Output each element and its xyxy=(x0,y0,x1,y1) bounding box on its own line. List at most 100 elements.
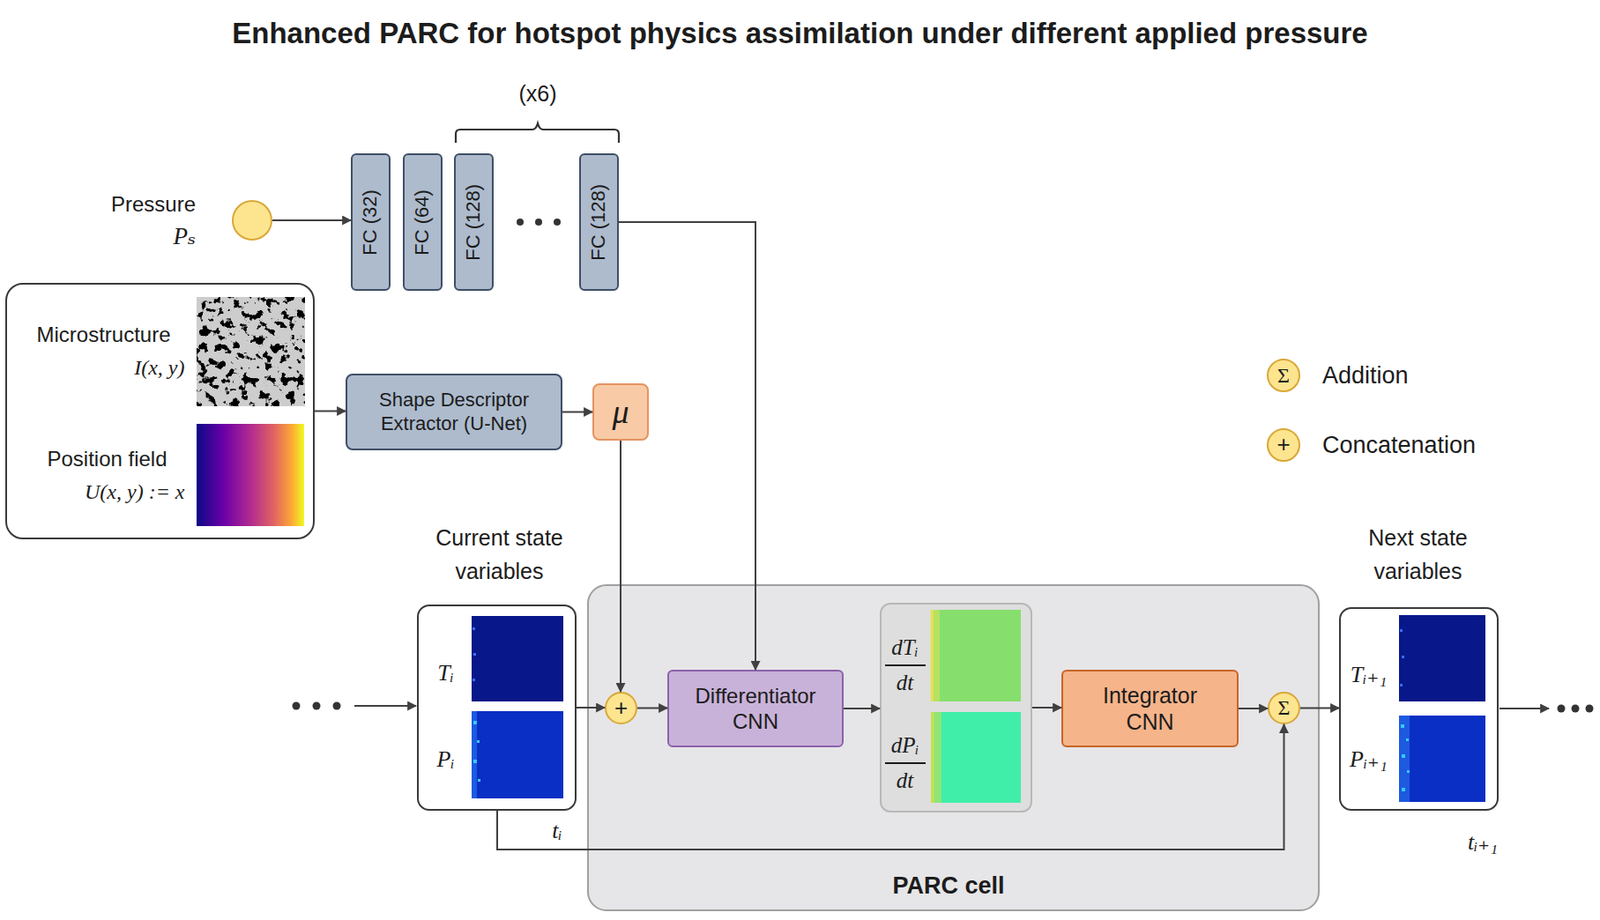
flow-arrow xyxy=(272,219,351,222)
legend-sample xyxy=(1267,429,1300,462)
sequence-arrow xyxy=(1499,707,1549,710)
state-heading: Current state variables xyxy=(411,520,588,588)
fc-layer: FC (128) xyxy=(579,153,619,291)
panel-label: Microstructure xyxy=(11,321,197,348)
flow-arrow xyxy=(1238,707,1268,710)
fc-layer: FC (128) xyxy=(453,153,494,291)
temperature-rate-field xyxy=(930,610,1021,702)
ellipsis-dot xyxy=(535,218,543,226)
time-label: tᵢ xyxy=(539,817,575,846)
feature-box: μ xyxy=(592,383,649,441)
pressure-front xyxy=(471,711,477,799)
ellipsis-dot xyxy=(333,702,342,711)
flow-arrow xyxy=(497,724,1285,850)
ellipsis-dot xyxy=(516,218,524,226)
node-label: Differentiator CNN xyxy=(674,683,837,736)
legend-text: Addition xyxy=(1322,361,1570,391)
pressure-front xyxy=(1399,715,1410,803)
hotspot-speck xyxy=(1401,655,1405,659)
pressure-speck xyxy=(477,779,481,782)
derivative-label: dTᵢ dt xyxy=(885,630,926,701)
ellipsis-dot xyxy=(1585,705,1594,714)
rate-front xyxy=(930,610,934,702)
legend-text: Concatenation xyxy=(1322,431,1570,461)
pressure-speck xyxy=(473,721,477,725)
hotspot-speck xyxy=(1399,684,1403,687)
node-label: Σ xyxy=(1278,695,1291,722)
temperature-field xyxy=(471,616,564,702)
variable-label: Pᵢ xyxy=(424,745,469,774)
input-circle: PressurePₛ xyxy=(231,200,273,241)
sequence-arrow xyxy=(354,705,417,707)
layer-label: FC (128) xyxy=(461,184,486,261)
node-label: μ xyxy=(611,391,629,432)
position-field-image xyxy=(196,424,305,527)
pressure-speck xyxy=(1401,754,1406,759)
pressure-rate-field xyxy=(930,712,1021,804)
flow-arrow xyxy=(1300,707,1340,710)
ellipsis-dot xyxy=(553,218,561,226)
node-label: Integrator CNN xyxy=(1084,682,1217,737)
pressure-speck xyxy=(1406,738,1409,742)
process-box: Integrator CNN xyxy=(1061,669,1239,748)
repeat-bracket xyxy=(455,123,619,143)
node-label: + xyxy=(614,694,628,723)
process-box: Shape Descriptor Extractor (U-Net) xyxy=(345,373,563,451)
pressure-field xyxy=(471,711,564,799)
legend-sample xyxy=(1267,359,1300,392)
ellipsis-dot xyxy=(312,702,321,711)
pressure-speck xyxy=(1406,770,1410,774)
state-heading: Next state variables xyxy=(1330,520,1507,588)
flow-arrow xyxy=(843,707,880,710)
layer-label: FC (128) xyxy=(587,184,611,261)
pressure-speck xyxy=(1401,788,1406,792)
variable-label: Tᵢ₊₁ xyxy=(1343,661,1395,690)
layer-label: FC (32) xyxy=(358,189,383,256)
derivative-label: dPᵢ dt xyxy=(885,728,926,799)
flow-arrow xyxy=(637,707,668,710)
variable-label: Pᵢ₊₁ xyxy=(1343,745,1395,774)
operator-symbol: + xyxy=(1270,431,1297,460)
hotspot-speck xyxy=(473,653,477,656)
flow-arrow xyxy=(1032,706,1062,709)
ellipsis-dot xyxy=(1557,705,1566,714)
microstructure-image xyxy=(196,297,306,407)
fc-layer: FC (64) xyxy=(402,153,443,291)
variable-label: Tᵢ xyxy=(424,659,469,688)
operator-symbol: Σ xyxy=(1270,363,1297,389)
input-label: Pressure xyxy=(63,191,196,217)
symbol-label: U(x, y) := x xyxy=(17,479,186,506)
repeat-count: (x6) xyxy=(498,80,578,108)
rate-front xyxy=(930,610,940,702)
group-title: PARC cell xyxy=(851,871,1046,901)
operator-circle: + xyxy=(604,692,638,725)
hotspot-speck xyxy=(472,627,476,631)
process-box: Differentiator CNN xyxy=(667,669,844,748)
ellipsis-dot xyxy=(1571,705,1580,714)
hotspot-speck xyxy=(472,678,476,682)
hotspot-speck xyxy=(1399,629,1403,633)
layer-label: FC (64) xyxy=(410,189,435,256)
flow-arrow xyxy=(619,440,622,693)
time-label: tᵢ₊₁ xyxy=(1443,828,1523,857)
diagram-title: Enhanced PARC for hotspot physics assimi… xyxy=(0,0,1600,52)
flow-arrow xyxy=(314,410,346,413)
fc-layer: FC (32) xyxy=(350,153,391,291)
pressure-speck xyxy=(476,740,480,744)
flow-arrow xyxy=(618,222,756,670)
panel-label: Position field xyxy=(14,446,201,472)
symbol-label: I(x, y) xyxy=(35,355,186,381)
node-label: Shape Descriptor Extractor (U-Net) xyxy=(352,388,556,437)
ellipsis-dot xyxy=(292,702,301,711)
symbol-label: Pₛ xyxy=(133,222,196,252)
flow-arrow xyxy=(562,411,593,414)
pressure-field xyxy=(1399,715,1486,803)
microstructure-particles xyxy=(196,297,306,407)
pressure-speck xyxy=(473,759,477,764)
pressure-speck xyxy=(1400,724,1405,729)
rate-front xyxy=(930,712,935,804)
temperature-field xyxy=(1399,615,1486,702)
flow-arrow xyxy=(576,706,605,709)
